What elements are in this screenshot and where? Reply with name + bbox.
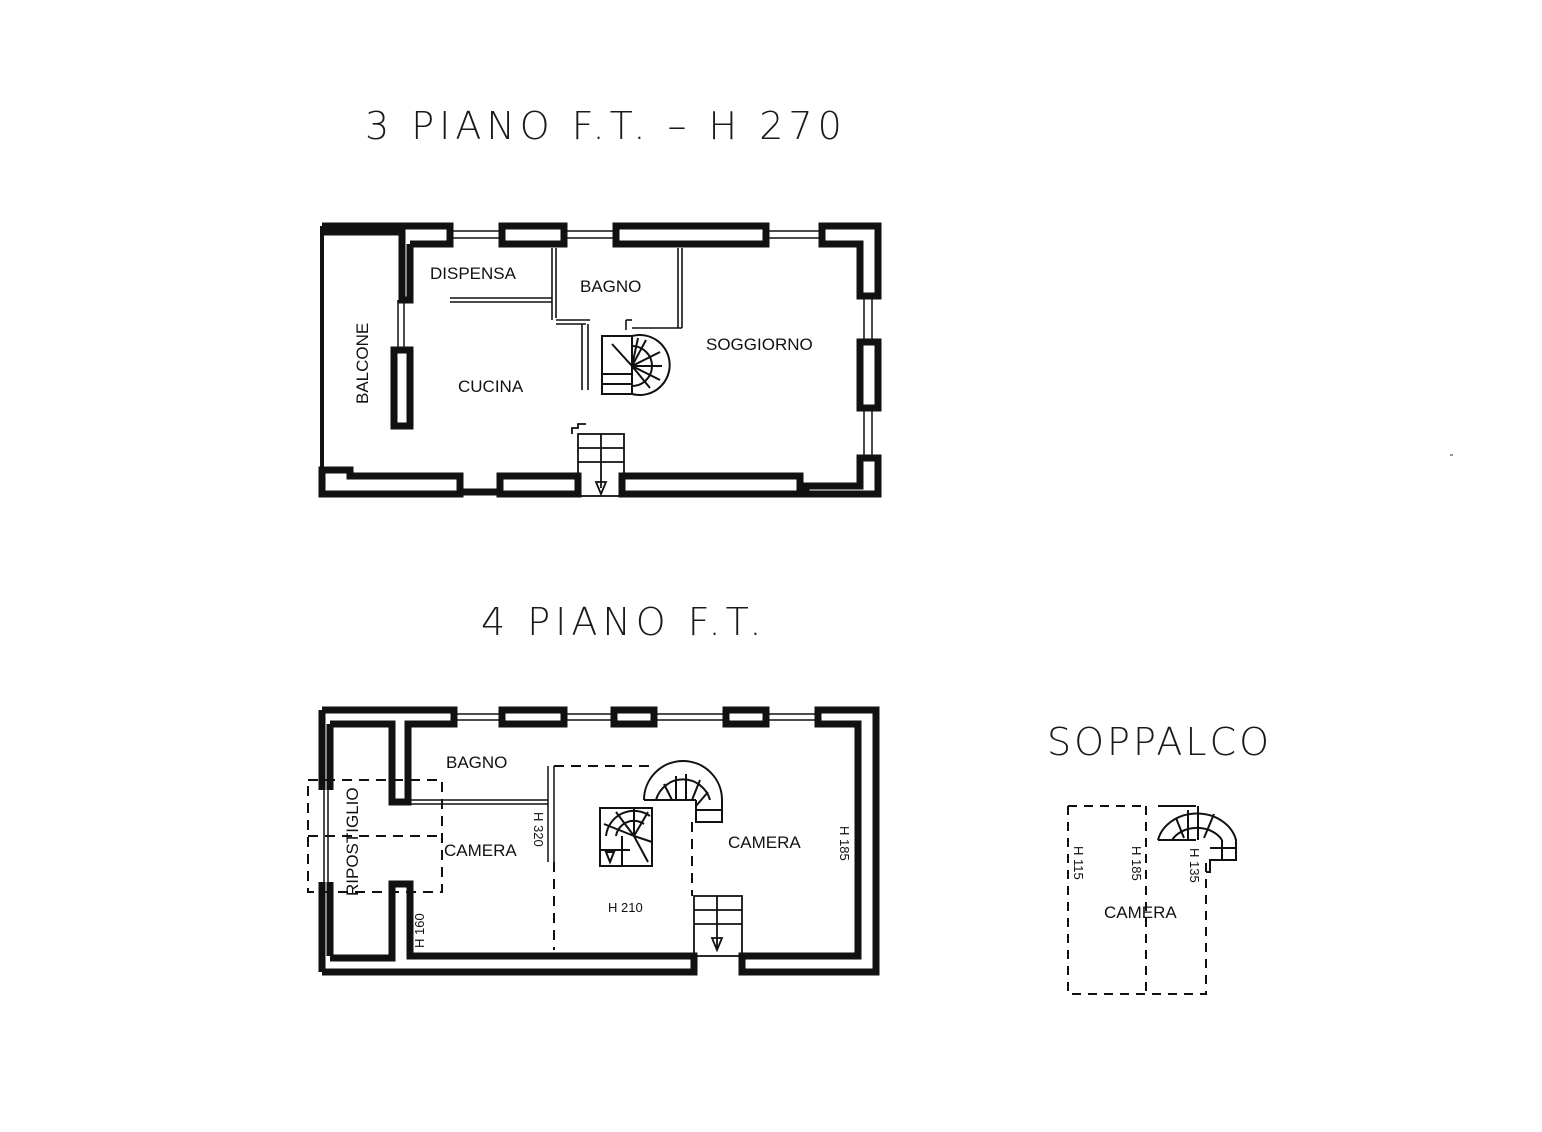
floor-4-labels: BAGNO CAMERA CAMERA RIPOSTIGLIO H 210 H …	[343, 753, 852, 948]
room-label-camera-left: CAMERA	[444, 841, 517, 860]
room-label-dispensa: DISPENSA	[430, 264, 517, 283]
room-label-soggiorno: SOGGIORNO	[706, 335, 813, 354]
room-label-cucina: CUCINA	[458, 377, 524, 396]
room-label-camera-soppalco: CAMERA	[1104, 903, 1177, 922]
height-label-185-soppalco: H 185	[1129, 846, 1144, 881]
floor-3-plan	[318, 222, 882, 498]
room-label-bagno-4: BAGNO	[446, 753, 507, 772]
height-label-135: H 135	[1187, 848, 1202, 883]
height-label-115: H 115	[1071, 846, 1086, 880]
room-label-balcone: BALCONE	[353, 323, 372, 404]
floor-4-title: 4 PIANO F.T.	[481, 600, 767, 644]
scan-speck	[1450, 454, 1453, 456]
height-label-320: H 320	[531, 812, 546, 847]
height-label-210: H 210	[608, 900, 643, 915]
height-label-160: H 160	[412, 913, 427, 948]
room-label-bagno-3: BAGNO	[580, 277, 641, 296]
room-label-camera-right: CAMERA	[728, 833, 801, 852]
floor-3-labels: DISPENSA BAGNO SOGGIORNO CUCINA BALCONE	[353, 264, 813, 404]
soppalco-title: SOPPALCO	[1047, 720, 1273, 764]
soppalco-labels: CAMERA H 115 H 185 H 135	[1071, 846, 1202, 922]
floor-3-title: 3 PIANO F.T. – H 270	[365, 104, 847, 148]
floor-4-plan	[307, 706, 880, 976]
room-label-ripostiglio: RIPOSTIGLIO	[343, 787, 362, 896]
soppalco-plan	[1067, 805, 1237, 995]
height-label-185: H 185	[837, 826, 852, 861]
